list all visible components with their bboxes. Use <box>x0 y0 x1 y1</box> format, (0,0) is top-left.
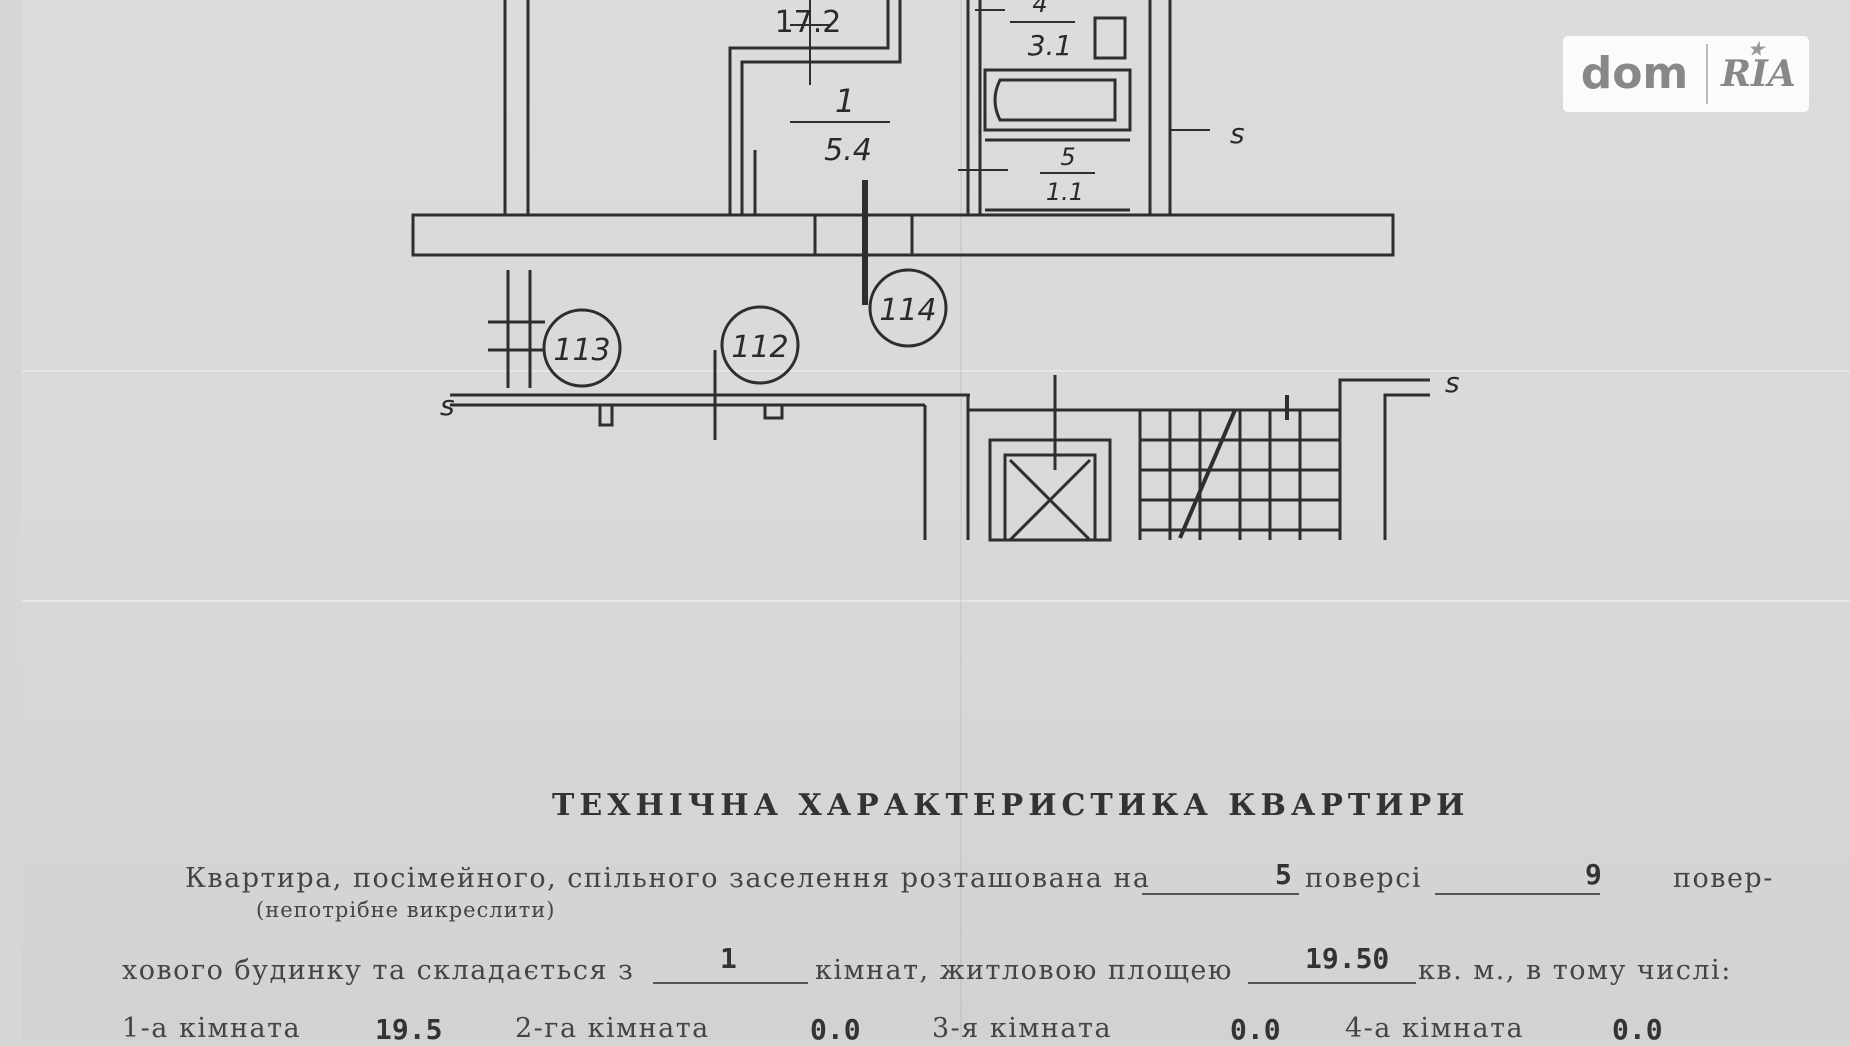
line2-text-a: хового будинку та складається з <box>122 955 635 986</box>
plan-room-5-area: 1.1 <box>1046 178 1084 206</box>
line2-text-c: кв. м., в тому числі: <box>1418 955 1732 986</box>
plan-apartment-113: 113 <box>553 333 610 368</box>
plan-room-5-number: 5 <box>1060 143 1075 171</box>
room4-value: 0.0 <box>1612 1013 1663 1046</box>
line2-text-b: кімнат, житловою площею <box>815 955 1233 986</box>
apartment-circle <box>720 305 800 385</box>
room2-value: 0.0 <box>810 1013 861 1046</box>
floors-total-value: 9 <box>1585 858 1602 891</box>
floors-total-underline <box>1435 893 1600 895</box>
paper-fold <box>22 370 1850 372</box>
apartment-circle <box>868 268 948 348</box>
paper-fold <box>22 600 1850 602</box>
rooms-count-underline <box>653 982 808 984</box>
plan-room-1-number: 1 <box>835 82 855 120</box>
domria-watermark: dom ★ RIA <box>1563 36 1809 112</box>
room1-value: 19.5 <box>375 1013 443 1046</box>
paper-fold <box>960 0 962 1040</box>
floor-value: 5 <box>1275 858 1292 891</box>
floor-underline <box>1142 893 1299 895</box>
room2-label: 2-га кімната <box>515 1013 710 1044</box>
document-paper <box>22 0 1850 1040</box>
living-area-underline <box>1248 982 1416 984</box>
room4-label: 4-а кімната <box>1345 1013 1525 1044</box>
watermark-dom-text: dom <box>1563 44 1708 104</box>
plan-apartment-114: 114 <box>879 293 936 328</box>
plan-marker: s <box>440 389 455 422</box>
apartment-circle <box>542 308 622 388</box>
plan-room-4-area: 3.1 <box>1028 29 1073 62</box>
document-title: ТЕХНІЧНА ХАРАКТЕРИСТИКА КВАРТИРИ <box>552 788 1470 823</box>
line1-text-a: Квартира, посімейного, спільного заселен… <box>185 863 1151 894</box>
plan-room-top-label: 17.2 <box>775 5 842 40</box>
floor-plan: 17.2 1 5.4 4 3.1 5 1.1 114 113 112 s s s <box>411 0 1460 542</box>
plan-room-1-area: 5.4 <box>824 133 872 168</box>
living-area-value: 19.50 <box>1305 942 1390 975</box>
room1-label: 1-а кімната <box>122 1013 302 1044</box>
room3-value: 0.0 <box>1230 1013 1281 1046</box>
strike-note: (непотрібне викреслити) <box>256 898 556 922</box>
plan-marker: s <box>1445 366 1460 399</box>
rooms-count-value: 1 <box>720 942 737 975</box>
plan-apartment-112: 112 <box>731 330 788 365</box>
plan-marker: s <box>1230 117 1245 150</box>
watermark-ria-logo: ★ RIA <box>1708 39 1809 95</box>
line1-text-b: поверсі <box>1305 863 1422 894</box>
star-icon: ★ <box>1748 39 1765 60</box>
line1-text-c: повер- <box>1673 863 1774 894</box>
watermark-ria-text: RIA <box>1721 53 1796 95</box>
room3-label: 3-я кімната <box>932 1013 1113 1044</box>
plan-room-4-number: 4 <box>1032 0 1047 18</box>
